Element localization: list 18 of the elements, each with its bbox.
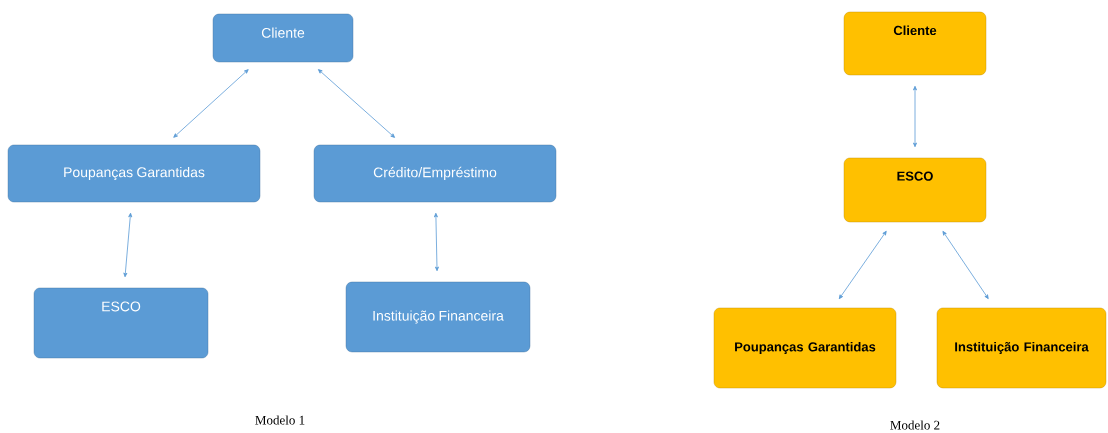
- arrow: [433, 212, 439, 272]
- process-box: Poupanças Garantidas: [713, 307, 897, 389]
- process-box: ESCO: [843, 157, 987, 223]
- process-box: Poupanças Garantidas: [7, 144, 261, 203]
- arrow: [838, 230, 887, 300]
- process-box: Instituição Financeira: [345, 281, 531, 353]
- arrow: [913, 85, 917, 148]
- process-box: Instituição Financeira: [936, 307, 1107, 389]
- arrow: [123, 212, 133, 278]
- arrow: [173, 69, 249, 138]
- arrow: [942, 230, 989, 300]
- process-box: Cliente: [212, 13, 354, 63]
- process-box: Cliente: [843, 11, 987, 76]
- process-box: ESCO: [33, 287, 209, 359]
- arrow: [318, 69, 395, 138]
- caption: Modelo 2: [890, 420, 940, 430]
- process-box: Crédito/Empréstimo: [313, 144, 557, 203]
- caption: Modelo 1: [255, 415, 305, 425]
